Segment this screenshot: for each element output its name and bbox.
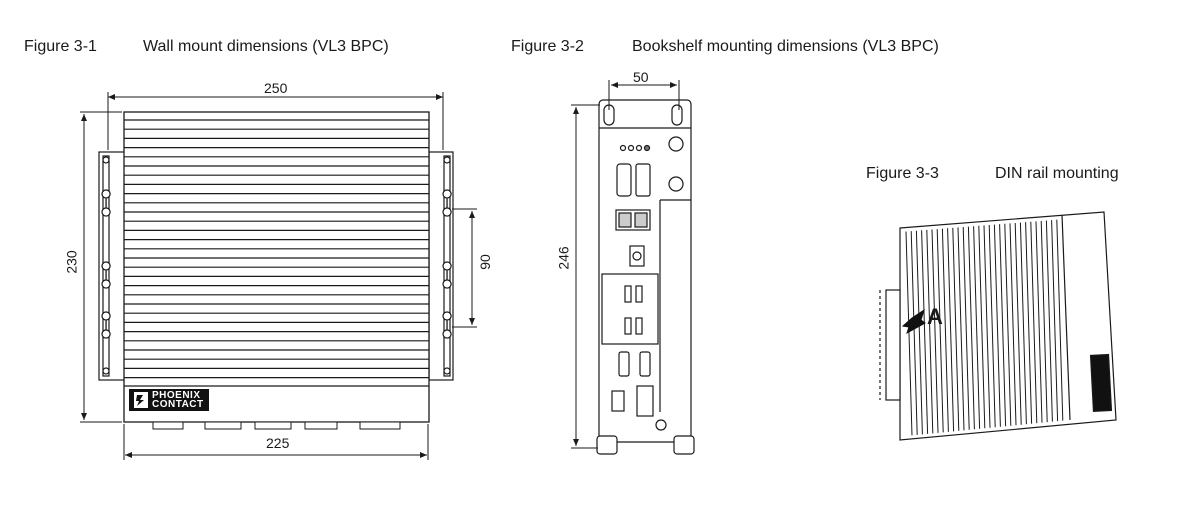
figure-3-2-title: Bookshelf mounting dimensions (VL3 BPC) bbox=[632, 38, 939, 55]
dim-50: 50 bbox=[633, 69, 649, 85]
dim-246: 246 bbox=[555, 246, 572, 270]
bottom-connectors bbox=[152, 421, 401, 430]
figure-3-2-drawing bbox=[596, 99, 695, 455]
logo-line-1: PHOENIX bbox=[152, 390, 201, 401]
callout-a: A bbox=[927, 304, 943, 329]
arrow-a-icon bbox=[901, 308, 926, 335]
dim-230: 230 bbox=[63, 250, 80, 274]
figure-3-2-number: Figure 3-2 bbox=[511, 38, 584, 55]
din-heatsink-fins bbox=[905, 219, 1064, 436]
dim-225: 225 bbox=[266, 435, 290, 451]
phoenix-contact-logo bbox=[129, 389, 209, 411]
wall-bracket-right bbox=[428, 151, 454, 381]
figure-3-1-title: Wall mount dimensions (VL3 BPC) bbox=[143, 38, 389, 55]
wall-bracket-left bbox=[98, 151, 126, 381]
logo-line-2: CONTACT bbox=[152, 399, 204, 410]
dim-250: 250 bbox=[264, 80, 288, 96]
figure-3-1-number: Figure 3-1 bbox=[24, 38, 97, 55]
dim-90: 90 bbox=[476, 254, 493, 270]
figure-3-3-number: Figure 3-3 bbox=[866, 165, 939, 182]
figure-3-3-title: DIN rail mounting bbox=[995, 165, 1119, 182]
heatsink-fins bbox=[124, 119, 429, 379]
